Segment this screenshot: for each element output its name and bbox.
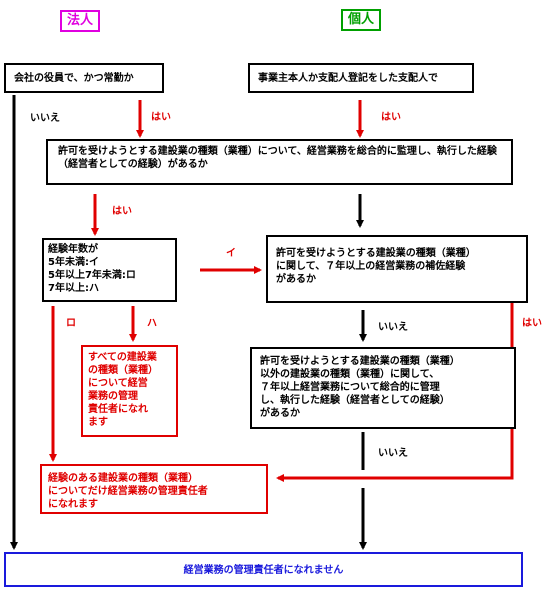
box-assist-question: 許可を受けようとする建設業の種類（業種） に関して、７年以上の経営業務の補佐経験… xyxy=(266,235,528,303)
other-line: があるか xyxy=(260,408,300,419)
only-types-line: になれます xyxy=(48,499,98,510)
assist-line: 許可を受けようとする建設業の種類（業種） xyxy=(276,248,476,259)
header-individual: 個人 xyxy=(341,9,382,31)
all-types-line: すべての建設業 xyxy=(88,352,157,363)
label-hai-2: はい xyxy=(381,112,401,123)
other-line: し、執行した経験（経営者としての経験） xyxy=(260,395,450,406)
all-types-line: 業務の管理 xyxy=(88,391,138,402)
other-line: 以外の建設業の種類（業種）に関して、 xyxy=(260,369,440,380)
label-ro: ロ xyxy=(66,318,76,329)
all-types-line: ます xyxy=(88,417,108,428)
box-cannot: 経営業務の管理責任者になれません xyxy=(4,552,523,587)
other-line: 許可を受けようとする建設業の種類（業種） xyxy=(260,356,460,367)
all-types-line: について経営 xyxy=(88,378,148,389)
only-types-line: 経験のある建設業の種類（業種） xyxy=(48,473,198,484)
header-corporation: 法人 xyxy=(60,10,101,32)
all-types-line: 責任者になれ xyxy=(88,404,148,415)
years-line: 5年以上7年未満:ロ xyxy=(48,270,136,281)
years-line: 7年以上:ハ xyxy=(48,283,99,294)
other-line: ７年以上経営業務について総合的に管理 xyxy=(260,382,440,393)
label-ha: ハ xyxy=(147,318,157,329)
label-i: イ xyxy=(226,248,236,259)
box-sole-proprietor: 事業主本人か支配人登記をした支配人で xyxy=(248,63,474,93)
years-line: 経験年数が xyxy=(48,244,98,255)
box-years: 経験年数が 5年未満:イ 5年以上7年未満:ロ 7年以上:ハ xyxy=(42,238,177,302)
all-types-line: の種類（業種） xyxy=(88,365,158,376)
label-iie-mid2: いいえ xyxy=(378,448,408,459)
label-iie-mid1: いいえ xyxy=(378,322,408,333)
box-only-types: 経験のある建設業の種類（業種） についてだけ経営業務の管理責任者 になれます xyxy=(40,464,268,514)
box-other-types-question: 許可を受けようとする建設業の種類（業種） 以外の建設業の種類（業種）に関して、 … xyxy=(250,347,516,429)
only-types-line: についてだけ経営業務の管理責任者 xyxy=(48,486,208,497)
assist-line: に関して、７年以上の経営業務の補佐経験 xyxy=(276,261,466,272)
label-hai-right: はい xyxy=(522,318,542,329)
label-hai-3: はい xyxy=(112,206,132,217)
box-all-types: すべての建設業 の種類（業種） について経営 業務の管理 責任者になれ ます xyxy=(81,345,178,437)
box-experience-question: 許可を受けようとする建設業の種類（業種）について、経営業務を総合的に監理し、執行… xyxy=(46,139,513,185)
box-corporate-officer: 会社の役員で、かつ常勤か xyxy=(4,63,164,93)
years-line: 5年未満:イ xyxy=(48,257,99,268)
label-iie-left: いいえ xyxy=(30,113,60,124)
label-hai-1: はい xyxy=(151,112,171,123)
assist-line: があるか xyxy=(276,274,316,285)
